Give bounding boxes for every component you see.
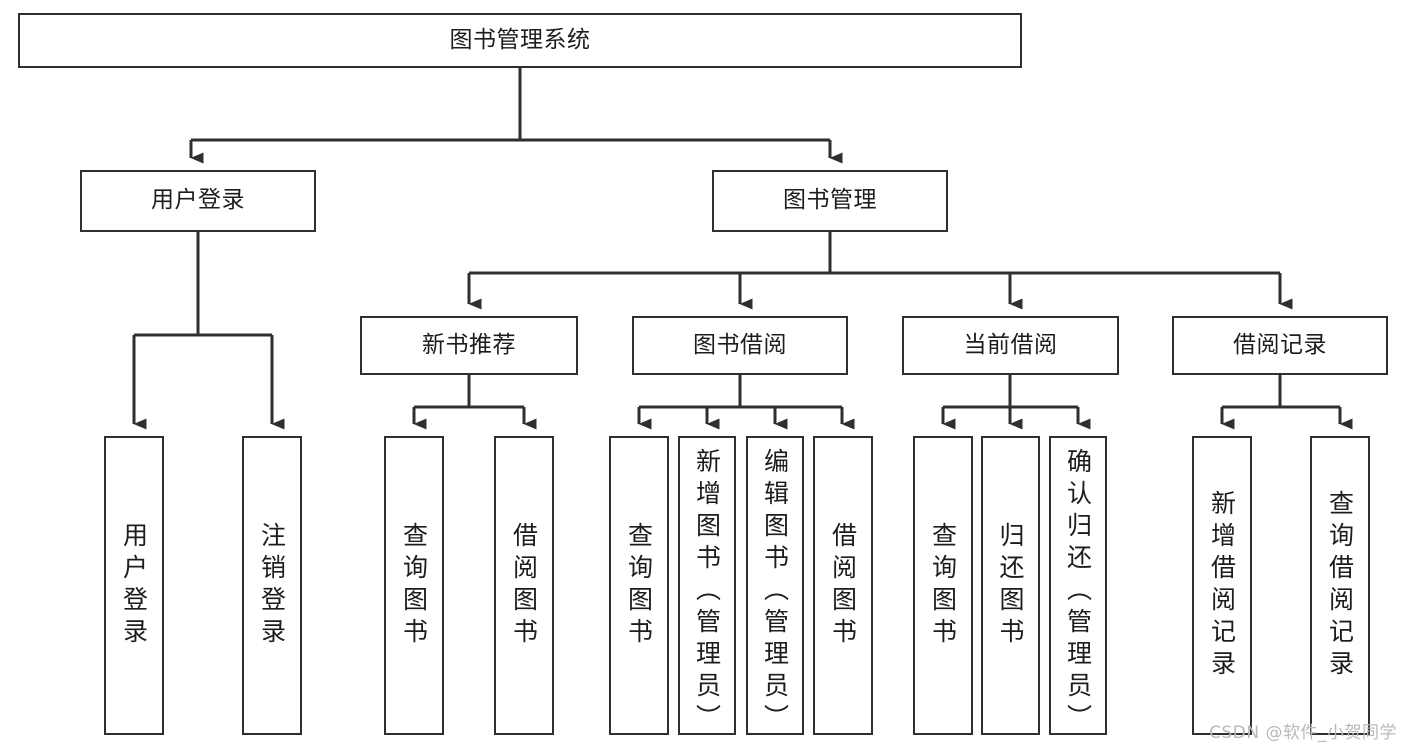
node-leaf-query-book-3-label: 查询图书: [928, 521, 958, 650]
node-book-manage-label: 图书管理: [783, 187, 877, 214]
node-root[interactable]: 图书管理系统: [18, 13, 1022, 68]
node-leaf-logout[interactable]: 注销登录: [242, 436, 302, 735]
node-leaf-query-book-2[interactable]: 查询图书: [609, 436, 669, 735]
node-new-book-rec-label: 新书推荐: [422, 331, 516, 358]
node-leaf-query-record-label: 查询借阅记录: [1325, 489, 1355, 682]
node-root-label: 图书管理系统: [449, 26, 591, 53]
node-borrow-record[interactable]: 借阅记录: [1172, 316, 1388, 375]
node-leaf-query-book-3[interactable]: 查询图书: [913, 436, 973, 735]
node-leaf-add-book[interactable]: 新增图书（管理员）: [678, 436, 736, 736]
node-leaf-add-record-label: 新增借阅记录: [1207, 489, 1237, 682]
node-user-login[interactable]: 用户登录: [80, 170, 316, 232]
node-book-borrow-label: 图书借阅: [693, 331, 787, 358]
node-leaf-add-record[interactable]: 新增借阅记录: [1192, 436, 1252, 735]
node-leaf-confirm-return[interactable]: 确认归还（管理员）: [1049, 436, 1107, 736]
node-leaf-return-book[interactable]: 归还图书: [981, 436, 1040, 735]
node-borrow-record-label: 借阅记录: [1233, 331, 1327, 358]
node-current-borrow[interactable]: 当前借阅: [902, 316, 1119, 375]
node-user-login-label: 用户登录: [151, 187, 245, 214]
node-leaf-query-book-2-label: 查询图书: [624, 521, 654, 650]
node-leaf-borrow-book-2-label: 借阅图书: [828, 521, 858, 650]
node-book-manage[interactable]: 图书管理: [712, 170, 948, 232]
node-new-book-rec[interactable]: 新书推荐: [360, 316, 578, 375]
node-leaf-query-book-1[interactable]: 查询图书: [384, 436, 444, 735]
node-leaf-borrow-book-1[interactable]: 借阅图书: [494, 436, 554, 735]
node-leaf-borrow-book-2[interactable]: 借阅图书: [813, 436, 873, 735]
node-leaf-user-login-label: 用户登录: [119, 521, 149, 650]
node-leaf-add-book-label: 新增图书（管理员）: [692, 448, 722, 736]
node-leaf-edit-book[interactable]: 编辑图书（管理员）: [746, 436, 804, 736]
node-book-borrow[interactable]: 图书借阅: [632, 316, 848, 375]
node-leaf-user-login[interactable]: 用户登录: [104, 436, 164, 735]
watermark: CSDN @软件_小贺同学: [1209, 723, 1397, 743]
node-leaf-query-record[interactable]: 查询借阅记录: [1310, 436, 1370, 735]
node-leaf-logout-label: 注销登录: [257, 521, 287, 650]
node-leaf-return-book-label: 归还图书: [996, 521, 1025, 650]
node-leaf-confirm-return-label: 确认归还（管理员）: [1063, 448, 1093, 736]
node-leaf-query-book-1-label: 查询图书: [399, 521, 429, 650]
node-leaf-edit-book-label: 编辑图书（管理员）: [760, 448, 790, 736]
node-current-borrow-label: 当前借阅: [963, 331, 1058, 358]
node-leaf-borrow-book-1-label: 借阅图书: [509, 521, 539, 650]
